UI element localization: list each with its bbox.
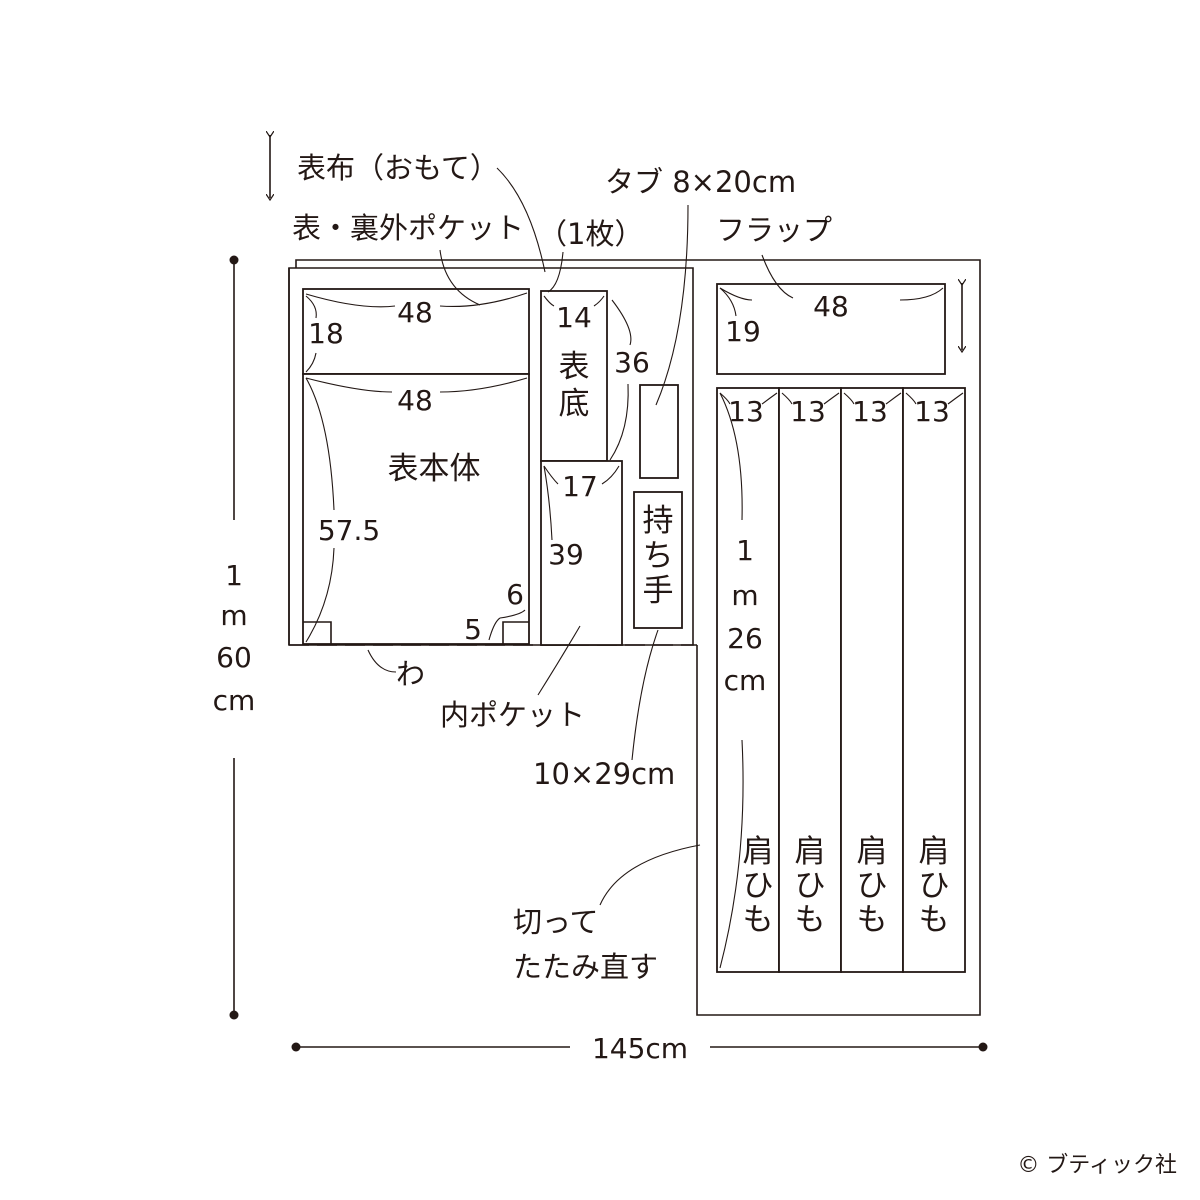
fold-label: わ — [396, 657, 425, 691]
strap-label-4: 肩 ひ も — [919, 834, 950, 938]
strap-3-char-3: も — [857, 902, 888, 938]
flap-rect — [716, 283, 946, 375]
piece-body: 48 表本体 57.5 6 5 — [302, 373, 530, 646]
strap-1-char-1: 肩 — [743, 834, 774, 870]
piece-straps: 13 13 13 13 1 m 26 cm 肩 ひ も 肩 ひ も 肩 ひ も … — [716, 387, 966, 973]
strap-width-4: 13 — [914, 395, 950, 428]
strap-length-3: 26 — [727, 622, 763, 655]
leader-bottom-height — [611, 299, 632, 346]
strap-width-2: 13 — [790, 395, 826, 428]
cut-refold-line-2: たたみ直す — [513, 950, 658, 984]
strap-4-char-3: も — [919, 902, 950, 938]
strap-2-char-3: も — [795, 902, 826, 938]
strap-3-char-1: 肩 — [857, 834, 888, 870]
outer-pocket-height: 18 — [308, 317, 344, 350]
inner-pocket-width: 17 — [562, 470, 598, 503]
leader-count — [547, 251, 564, 293]
strap-2-char-1: 肩 — [795, 834, 826, 870]
strap-rect-2 — [778, 387, 842, 973]
fabric-top-edge — [295, 259, 981, 1016]
bottom-name-1: 表 — [559, 349, 590, 385]
dimension-curves — [305, 287, 964, 969]
leader-tab — [655, 204, 689, 406]
leader-lines — [367, 167, 794, 906]
leader-cut-refold — [599, 844, 701, 906]
body-rect — [302, 373, 530, 645]
outer-pocket-width: 48 — [397, 296, 433, 329]
strap-length-4: cm — [724, 664, 767, 697]
height-line-4: cm — [213, 684, 256, 717]
body-height: 57.5 — [318, 514, 380, 547]
leader-flap — [761, 254, 794, 299]
leader-bottom-height-2 — [609, 383, 629, 461]
body-width: 48 — [397, 384, 433, 417]
inner-pocket-height: 39 — [548, 538, 584, 571]
handle-rect — [633, 491, 683, 629]
piece-tab — [639, 384, 679, 479]
body-notch-height: 6 — [506, 578, 524, 611]
strap-1-char-2: ひ — [743, 868, 774, 904]
outer-pocket-label: 表・裏外ポケット — [292, 211, 524, 245]
leader-outer-pocket — [439, 249, 481, 306]
dimension-height: 1 m 60 cm — [213, 255, 256, 1020]
strap-rect-4 — [902, 387, 966, 973]
height-line-1: 1 — [225, 559, 243, 592]
strap-width-3: 13 — [852, 395, 888, 428]
leader-inner-pocket — [537, 625, 581, 696]
strap-length-2: m — [731, 579, 758, 612]
piece-outer-pocket: 48 18 — [302, 288, 530, 375]
strap-label-2: 肩 ひ も — [795, 834, 826, 938]
height-line-2: m — [220, 599, 247, 632]
piece-inner-pocket: 17 39 — [540, 460, 623, 646]
piece-flap: 48 19 — [716, 283, 946, 375]
strap-1-char-3: も — [743, 902, 774, 938]
piece-count-label: （1枚） — [538, 217, 643, 251]
strap-label-1: 肩 ひ も — [743, 834, 774, 938]
width-label: 145cm — [592, 1032, 688, 1065]
body-name: 表本体 — [388, 451, 481, 487]
strap-label-3: 肩 ひ も — [857, 834, 888, 938]
piece-bottom: 14 表 底 36 — [540, 290, 650, 462]
bottom-rect — [540, 290, 608, 462]
dimension-width: 145cm — [291, 1032, 988, 1065]
outer-pocket-rect — [302, 288, 530, 375]
handle-name-3: 手 — [643, 573, 674, 609]
height-line-3: 60 — [216, 641, 252, 674]
body-notch-width: 5 — [464, 613, 482, 646]
flap-label: フラップ — [716, 213, 832, 247]
leader-fold — [367, 649, 397, 673]
bottom-width: 14 — [556, 301, 592, 334]
bottom-height: 36 — [614, 346, 650, 379]
strap-2-char-2: ひ — [795, 868, 826, 904]
tab-label: タブ 8×20cm — [605, 165, 796, 199]
handle-name-1: 持 — [643, 503, 674, 539]
handle-name-2: ち — [643, 538, 674, 574]
body-notch-left — [303, 621, 332, 645]
handle-size-label: 10×29cm — [533, 757, 675, 791]
fabric-outline — [288, 259, 981, 1016]
cut-refold-line-1: 切って — [513, 905, 599, 939]
inner-pocket-rect — [540, 460, 623, 646]
body-notch-right — [502, 621, 529, 645]
piece-handle: 持 ち 手 — [633, 491, 683, 629]
strap-rect-3 — [840, 387, 904, 973]
copyright-credit: © ブティック社 — [1017, 1153, 1177, 1178]
bottom-name-2: 底 — [559, 386, 590, 422]
flap-height: 19 — [725, 315, 761, 348]
strap-4-char-2: ひ — [919, 868, 950, 904]
leader-handle — [631, 629, 659, 761]
strap-3-char-2: ひ — [857, 868, 888, 904]
flap-width: 48 — [813, 290, 849, 323]
strap-width-1: 13 — [728, 395, 764, 428]
strap-4-char-1: 肩 — [919, 834, 950, 870]
fabric-name-label: 表布（おもて） — [297, 151, 499, 185]
inner-pocket-label: 内ポケット — [440, 698, 585, 732]
leader-fabric-name — [496, 167, 546, 273]
strap-length-1: 1 — [736, 534, 754, 567]
tab-rect — [639, 384, 679, 479]
